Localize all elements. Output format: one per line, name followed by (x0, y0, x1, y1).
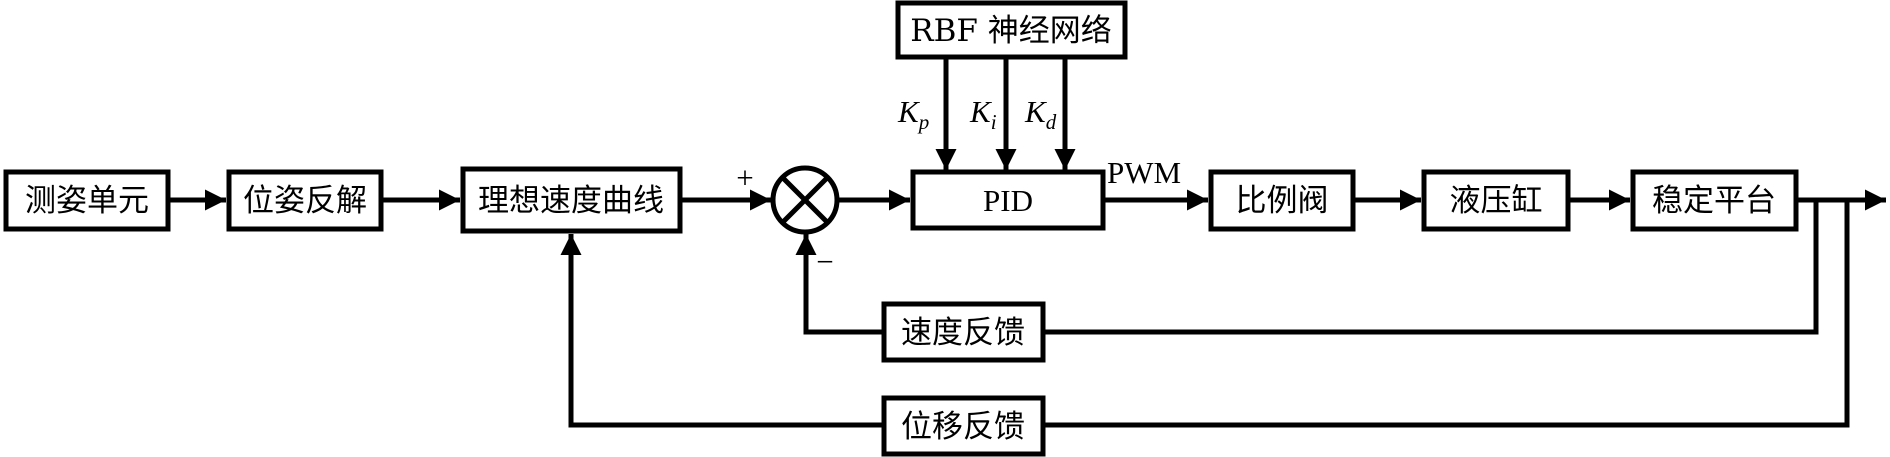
block-speed-feedback: 速度反馈 (881, 301, 1046, 363)
speed-feedback-tap (1043, 200, 1819, 335)
pwm-label: PWM (1107, 155, 1181, 190)
block-stable-platform-label: 稳定平台 (1652, 183, 1776, 219)
block-rbf-network: RBF 神经网络 (895, 0, 1128, 60)
block-hydraulic-cylinder-label: 液压缸 (1450, 183, 1543, 219)
displacement-feedback-tap (1043, 200, 1850, 428)
block-pid: PID (910, 169, 1106, 231)
block-proportional-valve: 比例阀 (1208, 169, 1356, 232)
block-pose-inverse-label: 位姿反解 (243, 183, 367, 219)
minus-sign: − (816, 244, 833, 279)
kp-label: Kp (897, 94, 929, 134)
ki-label: Ki (969, 94, 997, 134)
block-speed-feedback-label: 速度反馈 (901, 315, 1025, 351)
block-displacement-feedback-label: 位移反馈 (901, 409, 1025, 445)
block-displacement-feedback: 位移反馈 (881, 395, 1046, 457)
speed-feedback-return (795, 234, 883, 335)
block-ideal-speed-curve: 理想速度曲线 (460, 166, 683, 234)
block-sensor-unit: 测姿单元 (3, 169, 171, 232)
block-stable-platform: 稳定平台 (1630, 169, 1799, 232)
block-pose-inverse: 位姿反解 (226, 169, 384, 232)
block-rbf-network-label: RBF 神经网络 (910, 13, 1112, 49)
block-hydraulic-cylinder: 液压缸 (1421, 169, 1571, 232)
displacement-feedback-return (560, 234, 883, 428)
kd-label: Kd (1024, 94, 1057, 134)
block-sensor-unit-label: 测姿单元 (25, 183, 149, 219)
summing-junction (770, 165, 840, 235)
block-pid-label: PID (983, 183, 1033, 218)
block-proportional-valve-label: 比例阀 (1236, 183, 1329, 219)
block-ideal-speed-curve-label: 理想速度曲线 (478, 183, 664, 219)
plus-sign: + (736, 160, 753, 195)
